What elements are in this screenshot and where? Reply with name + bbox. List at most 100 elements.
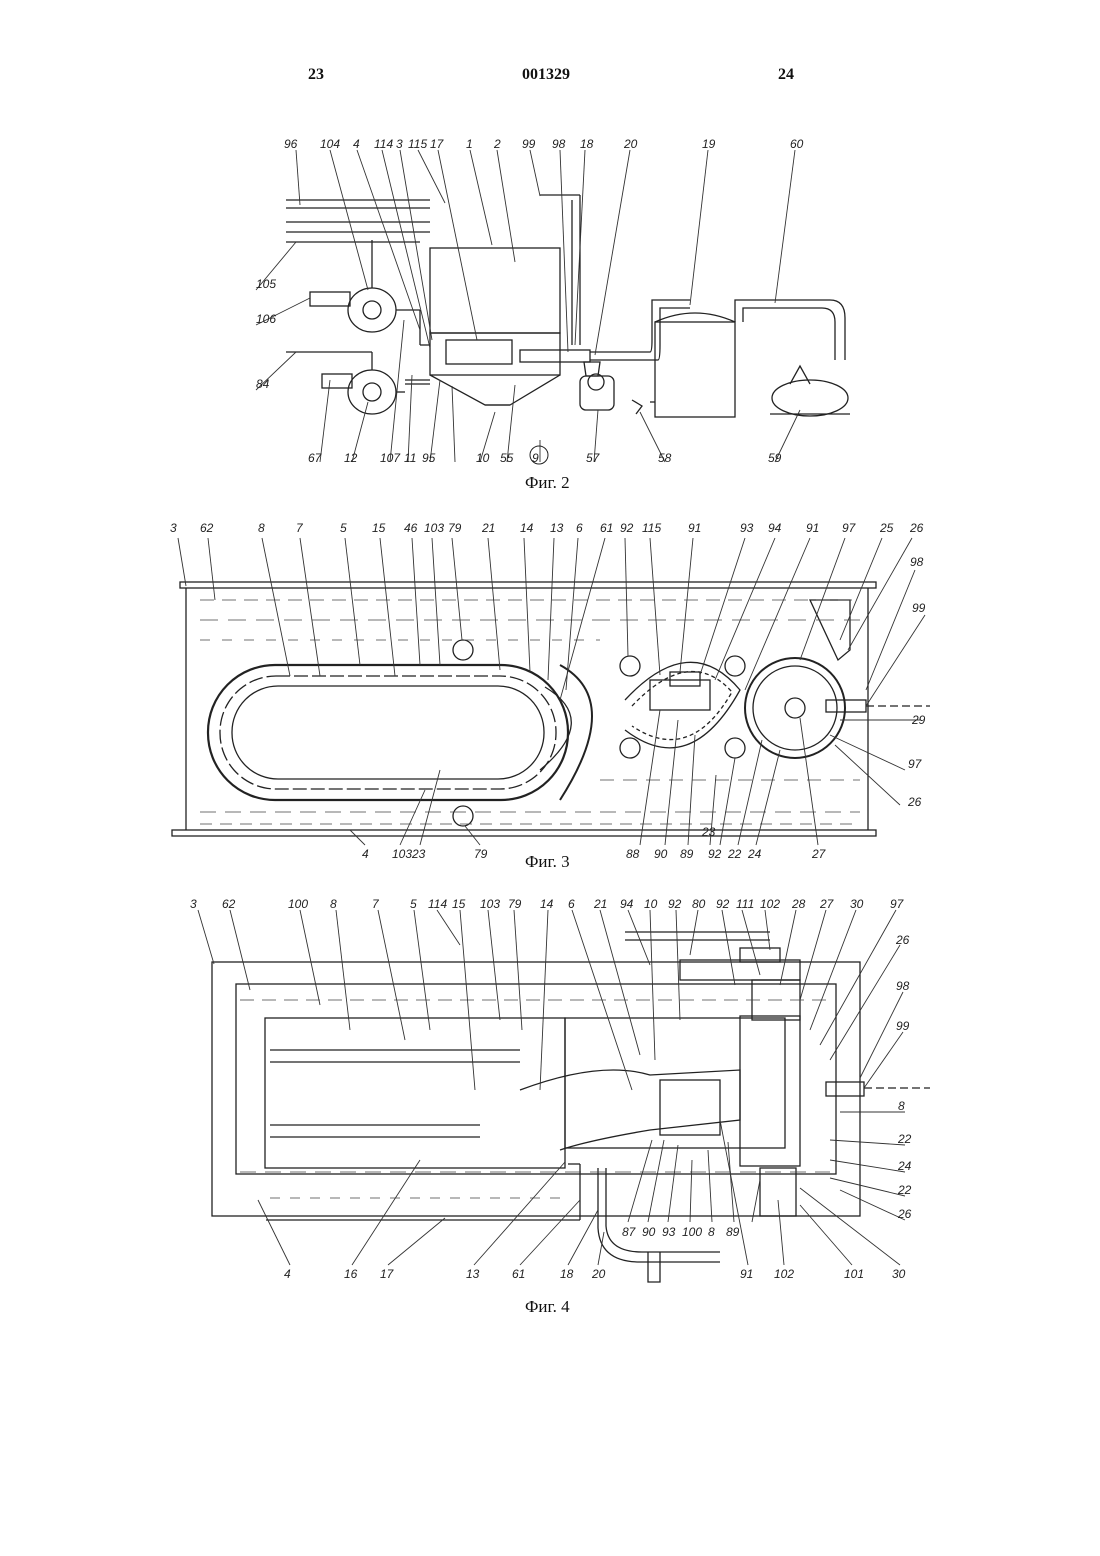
fig4-label: 98 xyxy=(896,979,910,993)
fig3-label: 5 xyxy=(340,521,347,535)
fig4-label: 6 xyxy=(568,897,575,911)
fig3-label: 79 xyxy=(448,521,462,535)
fig2-label: 115 xyxy=(408,137,427,151)
fig4-label: 20 xyxy=(591,1267,606,1281)
fig3-label: 98 xyxy=(910,555,924,569)
fig4-label: 17 xyxy=(380,1267,395,1281)
fig4-label: 79 xyxy=(508,897,522,911)
fig3-label: 46 xyxy=(404,521,418,535)
fig4-label: 92 xyxy=(716,897,730,911)
fig2-label: 1 xyxy=(466,137,473,151)
fig4-label: 114 xyxy=(428,897,447,911)
fig3-label: 97 xyxy=(908,757,923,771)
fig4-label: 102 xyxy=(760,897,780,911)
fig4-label: 89 xyxy=(726,1225,740,1239)
fig4-label: 8 xyxy=(330,897,337,911)
fig4-label: 7 xyxy=(372,897,380,911)
fig3-label: 97 xyxy=(842,521,857,535)
fig4-label: 30 xyxy=(850,897,864,911)
fig4-label: 4 xyxy=(284,1267,291,1281)
fig4-label: 24 xyxy=(897,1159,912,1173)
fig2-label: 105 xyxy=(256,277,276,291)
fig4-label: 87 xyxy=(622,1225,637,1239)
fig4-label: 5 xyxy=(410,897,417,911)
fig4-label: 111 xyxy=(736,897,754,911)
fig3-label: 14 xyxy=(520,521,534,535)
fig4-label: 8 xyxy=(898,1099,905,1113)
fig2-label: 57 xyxy=(586,451,601,465)
fig4-label: 28 xyxy=(791,897,806,911)
fig2-label: 12 xyxy=(344,451,358,465)
fig3-label: 99 xyxy=(912,601,926,615)
fig4-label: 13 xyxy=(466,1267,480,1281)
fig3-label: 93 xyxy=(740,521,754,535)
fig3-label: 94 xyxy=(768,521,782,535)
fig4-label: 103 xyxy=(480,897,500,911)
fig4-label: 26 xyxy=(897,1207,912,1221)
fig4-label: 62 xyxy=(222,897,236,911)
fig2-label: 4 xyxy=(353,137,360,151)
fig3-label: 26 xyxy=(907,795,922,809)
fig4-label: 61 xyxy=(512,1267,525,1281)
fig2-label: 11 xyxy=(404,451,416,465)
fig4-label: 10 xyxy=(644,897,658,911)
fig3-label: 8 xyxy=(258,521,265,535)
fig3-label: 90 xyxy=(654,847,668,861)
fig4-label: 101 xyxy=(844,1267,864,1281)
figure-3-caption: Фиг. 3 xyxy=(525,852,570,872)
fig3-label: 92 xyxy=(620,521,634,535)
fig3-label: 22 xyxy=(727,847,742,861)
fig2-label: 60 xyxy=(790,137,804,151)
fig2-label: 98 xyxy=(552,137,566,151)
fig2-label: 107 xyxy=(380,451,401,465)
fig2-label: 2 xyxy=(493,137,501,151)
fig3-label: 23 xyxy=(701,825,716,839)
fig2-label: 10 xyxy=(476,451,490,465)
fig4-label: 97 xyxy=(890,897,905,911)
fig4-label: 14 xyxy=(540,897,554,911)
fig4-label: 21 xyxy=(593,897,607,911)
fig4-label: 100 xyxy=(682,1225,702,1239)
fig2-label: 17 xyxy=(430,137,445,151)
fig4-label: 22 xyxy=(897,1183,912,1197)
fig3-label: 89 xyxy=(680,847,694,861)
fig3-label: 79 xyxy=(474,847,488,861)
fig4-label: 30 xyxy=(892,1267,906,1281)
fig4-label: 8 xyxy=(708,1225,715,1239)
fig3-label: 103 xyxy=(392,847,412,861)
figure-2-caption: Фиг. 2 xyxy=(525,473,570,493)
fig2-label: 95 xyxy=(422,451,436,465)
fig3-label: 15 xyxy=(372,521,386,535)
fig3-label: 91 xyxy=(806,521,819,535)
fig4-label: 100 xyxy=(288,897,308,911)
fig3-label: 115 xyxy=(642,521,661,535)
fig2-label: 114 xyxy=(374,137,393,151)
fig4-label: 99 xyxy=(896,1019,910,1033)
fig3-label: 62 xyxy=(200,521,214,535)
fig4-label: 91 xyxy=(740,1267,753,1281)
fig2-label: 58 xyxy=(658,451,672,465)
fig3-label: 25 xyxy=(879,521,894,535)
fig3-label: 88 xyxy=(626,847,640,861)
fig3-label: 103 xyxy=(424,521,444,535)
fig4-label: 22 xyxy=(897,1132,912,1146)
fig3-label: 61 xyxy=(600,521,613,535)
fig3-label: 3 xyxy=(170,521,177,535)
fig3-label: 24 xyxy=(747,847,762,861)
fig2-label: 55 xyxy=(500,451,514,465)
fig2-label: 20 xyxy=(623,137,638,151)
fig3-label: 7 xyxy=(296,521,304,535)
fig2-label: 104 xyxy=(320,137,340,151)
fig4-label: 3 xyxy=(190,897,197,911)
fig4-label: 94 xyxy=(620,897,634,911)
fig3-label: 29 xyxy=(911,713,926,727)
fig3-label: 23 xyxy=(411,847,426,861)
fig4-label: 80 xyxy=(692,897,706,911)
fig2-label: 106 xyxy=(256,312,276,326)
fig3-label: 6 xyxy=(576,521,583,535)
fig4-label: 90 xyxy=(642,1225,656,1239)
fig4-label: 27 xyxy=(819,897,835,911)
fig2-label: 19 xyxy=(702,137,716,151)
fig3-label: 27 xyxy=(811,847,827,861)
